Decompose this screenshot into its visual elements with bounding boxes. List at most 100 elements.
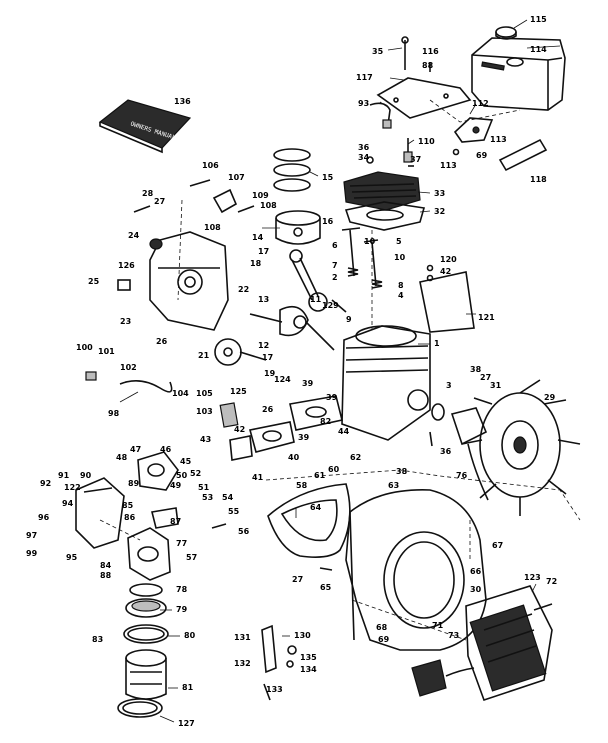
callout-29: 29 [544,393,556,402]
callout-6: 6 [332,241,338,250]
callout-121: 121 [478,313,495,322]
cylinder-baffle [267,483,351,558]
callout-5: 5 [396,237,402,246]
callout-7: 7 [332,261,338,270]
callout-18: 18 [250,259,262,268]
flywheel [461,379,581,516]
callout-39-b: 39 [326,393,338,402]
head-gasket [344,201,426,231]
callout-62: 62 [350,453,361,462]
callout-84: 84 [100,561,112,570]
callout-28: 28 [142,189,154,198]
callout-49: 49 [170,481,182,490]
blower-housing-plate [419,264,475,333]
crankcase-cover [149,231,229,331]
callout-63: 63 [388,481,399,490]
callout-86: 86 [124,513,136,522]
callout-57: 57 [186,553,197,562]
float-bowl-gasket [125,598,167,618]
fuel-cap [495,26,517,40]
callout-50: 50 [176,471,188,480]
callout-106: 106 [202,161,219,170]
callout-56: 56 [238,527,250,536]
callout-116: 116 [422,47,439,56]
callout-27: 27 [154,197,165,206]
callout-93: 93 [358,99,369,108]
callout-58: 58 [296,481,308,490]
assembly-lines [99,99,581,641]
connecting-rod [289,249,328,312]
callout-113-b: 113 [440,161,457,170]
callout-13: 13 [258,295,269,304]
callout-76: 76 [456,471,468,480]
ignition-coil [450,407,489,501]
callout-42-b: 42 [234,425,245,434]
cylinder-head [343,171,421,211]
callout-37: 37 [410,155,421,164]
callout-38-b: 38 [396,467,408,476]
callout-103: 103 [196,407,213,416]
fuel-line [85,371,173,393]
callout-110: 110 [418,137,435,146]
tank-bracket [376,36,472,119]
camshaft-gear [214,338,267,366]
callout-133: 133 [266,685,283,694]
callout-132: 132 [234,659,251,668]
piston [275,210,321,245]
callout-3: 3 [446,381,452,390]
callout-130: 130 [294,631,311,640]
fuel-line-elbow [369,102,392,129]
callout-69: 69 [476,151,488,160]
callout-54: 54 [222,493,234,502]
callout-95: 95 [66,553,78,562]
bowl-ring [123,624,169,644]
callout-94: 94 [62,499,74,508]
spark-plug [403,138,413,163]
callout-114: 114 [530,45,547,54]
crankshaft [249,305,335,351]
callout-27-c: 27 [292,575,303,584]
cylinder-block [341,325,431,441]
callout-16: 16 [322,217,334,226]
callout-117: 117 [356,73,373,82]
callout-107: 107 [228,173,245,182]
callout-43: 43 [200,435,211,444]
callout-46: 46 [160,445,172,454]
callout-10-b: 10 [394,253,406,262]
callout-1: 1 [434,339,440,348]
callout-82: 82 [320,417,331,426]
callout-115: 115 [530,15,547,24]
callout-105: 105 [196,389,213,398]
callout-19: 19 [264,369,276,378]
callout-87: 87 [170,517,181,526]
callout-36: 36 [358,143,370,152]
callout-101: 101 [98,347,115,356]
callout-88-b: 88 [100,571,112,580]
owners-manual [98,99,192,154]
callout-14: 14 [252,233,264,242]
callout-77: 77 [176,539,187,548]
intake-manifold [229,395,343,461]
callout-26: 26 [156,337,168,346]
callout-45: 45 [180,457,192,466]
callout-12: 12 [258,341,269,350]
callout-91: 91 [58,471,70,480]
callout-40: 40 [288,453,300,462]
callout-21: 21 [198,351,210,360]
fuel-line-hose [498,138,548,172]
callout-126: 126 [118,261,135,270]
throttle-control [261,624,297,701]
callout-30: 30 [470,585,482,594]
callout-92: 92 [40,479,51,488]
callout-80: 80 [184,631,196,640]
callout-127: 127 [178,719,195,728]
callout-51: 51 [198,483,210,492]
starter-handle [411,659,475,697]
callout-4: 4 [398,291,404,300]
callout-11: 11 [310,295,322,304]
callout-112: 112 [472,99,489,108]
callout-48: 48 [116,453,128,462]
callout-89: 89 [128,479,140,488]
valve-spring [347,267,383,289]
